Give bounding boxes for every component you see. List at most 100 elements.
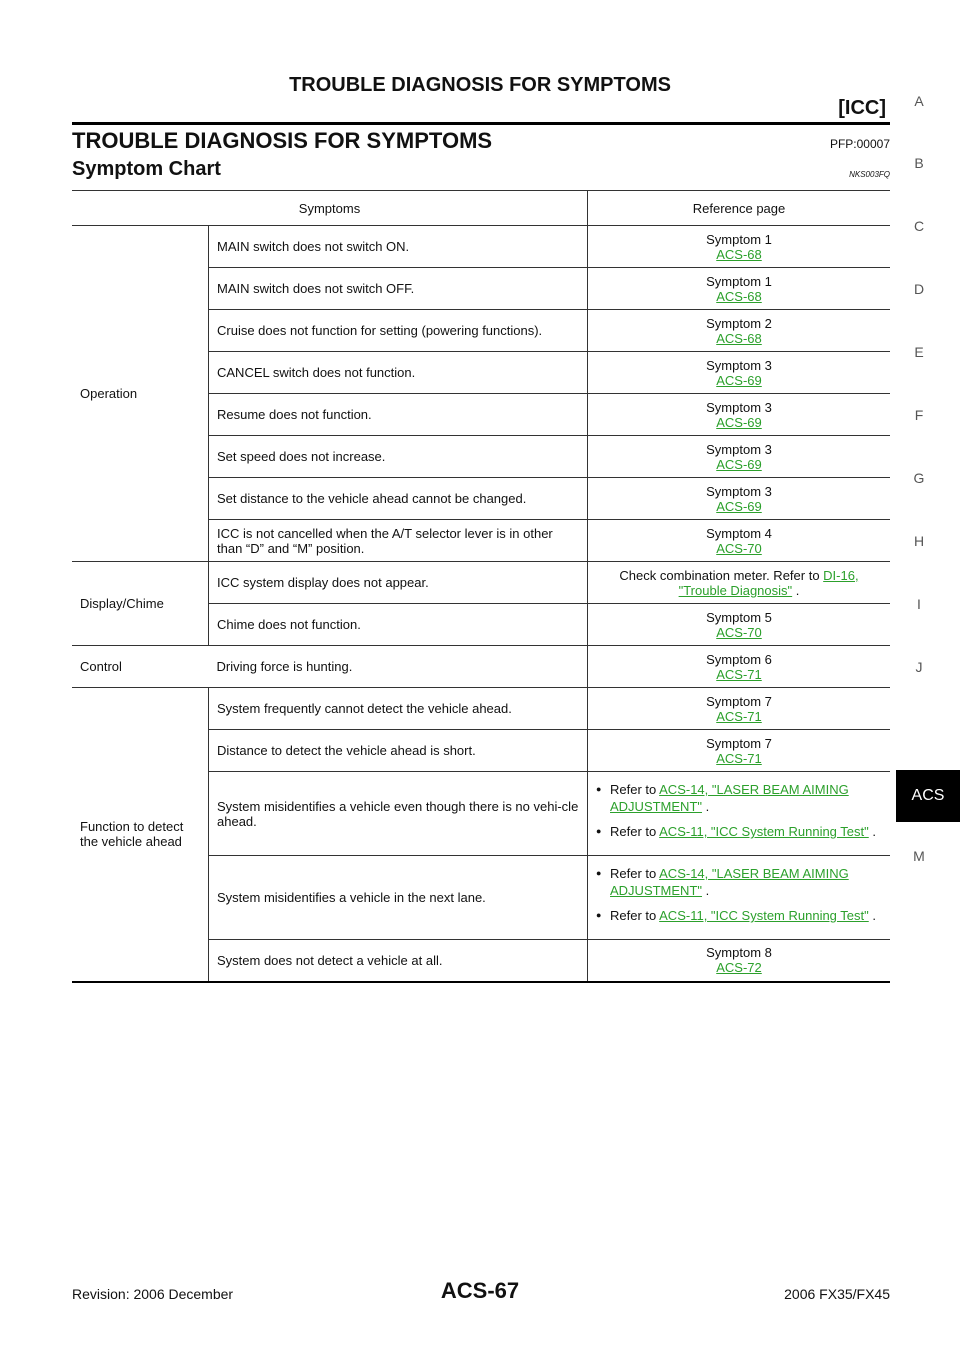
section-code: NKS003FQ bbox=[849, 170, 890, 179]
header-rule bbox=[72, 122, 890, 125]
symptom-text: ICC system display does not appear. bbox=[208, 561, 588, 604]
index-letter[interactable]: J bbox=[915, 659, 923, 675]
reference-suffix: . bbox=[868, 908, 876, 923]
reference-link[interactable]: ACS-70 bbox=[716, 624, 762, 640]
symptom-text: System misidentifies a vehicle even thou… bbox=[208, 771, 588, 856]
symptom-text: ICC is not cancelled when the A/T select… bbox=[208, 519, 588, 562]
reference-link[interactable]: ACS-68 bbox=[716, 246, 762, 262]
index-letter[interactable]: I bbox=[917, 596, 921, 612]
reference-text: Symptom 8 bbox=[706, 945, 772, 961]
symptom-text: System frequently cannot detect the vehi… bbox=[208, 687, 588, 730]
reference-text: Symptom 4 bbox=[706, 525, 772, 541]
footer-page-number: ACS-67 bbox=[440, 1278, 520, 1303]
reference-link[interactable]: ACS-69 bbox=[716, 498, 762, 514]
reference-link[interactable]: ACS-70 bbox=[716, 540, 762, 556]
reference-link[interactable]: ACS-69 bbox=[716, 414, 762, 430]
reference-list: Refer to ACS-14, "LASER BEAM AIMING ADJU… bbox=[596, 865, 882, 924]
table-row: System does not detect a vehicle at all.… bbox=[72, 939, 890, 983]
table-row: Display/Chime ICC system display does no… bbox=[72, 561, 890, 646]
reference-item: Refer to ACS-14, "LASER BEAM AIMING ADJU… bbox=[596, 781, 882, 815]
footer-revision: Revision: 2006 December bbox=[72, 1286, 234, 1302]
symptom-text: Driving force is hunting. bbox=[208, 645, 588, 688]
reference-text: Symptom 2 bbox=[706, 315, 772, 331]
symptom-text: Resume does not function. bbox=[208, 393, 588, 436]
table-row: Cruise does not function for setting (po… bbox=[72, 309, 890, 352]
reference-text: Symptom 3 bbox=[706, 441, 772, 457]
reference-prefix: Refer to bbox=[610, 866, 660, 881]
active-section-tab[interactable]: ACS bbox=[896, 770, 960, 822]
reference-suffix: . bbox=[792, 582, 800, 598]
header-reference-page: Reference page bbox=[587, 190, 890, 226]
index-letter[interactable]: C bbox=[913, 218, 925, 234]
index-letter[interactable]: F bbox=[914, 407, 924, 423]
index-letter[interactable]: B bbox=[914, 155, 924, 171]
symptom-text: MAIN switch does not switch OFF. bbox=[208, 267, 588, 310]
reference-text: Symptom 1 bbox=[706, 273, 772, 289]
symptom-text: Set distance to the vehicle ahead cannot… bbox=[208, 477, 588, 520]
reference-link[interactable]: ACS-71 bbox=[716, 750, 762, 766]
reference-link[interactable]: ACS-71 bbox=[716, 708, 762, 724]
table-row: Distance to detect the vehicle ahead is … bbox=[72, 729, 890, 772]
reference-item: Refer to ACS-14, "LASER BEAM AIMING ADJU… bbox=[596, 865, 882, 899]
reference-link[interactable]: ACS-14, "LASER BEAM AIMING ADJUSTMENT" bbox=[610, 782, 849, 814]
section-title: Symptom Chart bbox=[72, 158, 221, 180]
category-control: Control bbox=[72, 645, 209, 688]
reference-prefix: Refer to bbox=[610, 908, 660, 923]
reference-suffix: . bbox=[868, 824, 876, 839]
reference-suffix: . bbox=[702, 799, 710, 814]
reference-suffix: . bbox=[702, 883, 710, 898]
reference-link[interactable]: ACS-69 bbox=[716, 456, 762, 472]
footer-model: 2006 FX35/FX45 bbox=[784, 1286, 890, 1302]
index-letter[interactable]: H bbox=[913, 533, 925, 549]
symptom-text: Set speed does not increase. bbox=[208, 435, 588, 478]
reference-prefix: Refer to bbox=[610, 824, 660, 839]
reference-text: Symptom 5 bbox=[706, 609, 772, 625]
reference-item: Refer to ACS-11, "ICC System Running Tes… bbox=[596, 907, 882, 924]
pfp-code: PFP:00007 bbox=[829, 137, 890, 151]
symptom-text: Cruise does not function for setting (po… bbox=[208, 309, 588, 352]
table-row: Operation MAIN switch does not switch ON… bbox=[72, 225, 890, 562]
running-header-title: TROUBLE DIAGNOSIS FOR SYMPTOMS bbox=[289, 74, 671, 96]
running-header-section: [ICC] bbox=[838, 97, 886, 119]
reference-link[interactable]: ACS-68 bbox=[716, 288, 762, 304]
header-symptoms: Symptoms bbox=[72, 190, 588, 226]
symptom-text: MAIN switch does not switch ON. bbox=[208, 225, 588, 268]
reference-link[interactable]: ACS-69 bbox=[716, 372, 762, 388]
reference-link[interactable]: ACS-11, "ICC System Running Test" bbox=[659, 908, 869, 923]
reference-text: Symptom 6 bbox=[706, 651, 772, 667]
reference-text: Symptom 1 bbox=[706, 231, 772, 247]
table-row: MAIN switch does not switch OFF. Symptom… bbox=[72, 267, 890, 310]
reference-link[interactable]: ACS-11, "ICC System Running Test" bbox=[659, 824, 869, 839]
symptom-text: System misidentifies a vehicle in the ne… bbox=[208, 855, 588, 940]
table-row: Function to detect the vehicle ahead Sys… bbox=[72, 687, 890, 983]
reference-link[interactable]: ACS-72 bbox=[716, 960, 762, 976]
index-letter[interactable]: M bbox=[913, 848, 925, 864]
table-row: System misidentifies a vehicle even thou… bbox=[72, 771, 890, 856]
reference-list: Refer to ACS-14, "LASER BEAM AIMING ADJU… bbox=[596, 781, 882, 840]
index-letter[interactable]: G bbox=[913, 470, 925, 486]
reference-link[interactable]: DI-16, "Trouble Diagnosis" bbox=[678, 567, 859, 598]
symptom-chart-table: Symptoms Reference page Operation MAIN s… bbox=[72, 190, 890, 983]
reference-text: Symptom 3 bbox=[706, 483, 772, 499]
reference-link[interactable]: ACS-14, "LASER BEAM AIMING ADJUSTMENT" bbox=[610, 866, 849, 898]
table-row: Set distance to the vehicle ahead cannot… bbox=[72, 477, 890, 520]
index-letter[interactable]: D bbox=[913, 281, 925, 297]
symptom-text: Distance to detect the vehicle ahead is … bbox=[208, 729, 588, 772]
table-row: ICC is not cancelled when the A/T select… bbox=[72, 519, 890, 562]
table-row: System misidentifies a vehicle in the ne… bbox=[72, 855, 890, 940]
index-letter[interactable]: E bbox=[914, 344, 924, 360]
reference-prefix: Refer to bbox=[610, 782, 660, 797]
category-function-detect: Function to detect the vehicle ahead bbox=[72, 687, 209, 983]
reference-link[interactable]: ACS-68 bbox=[716, 330, 762, 346]
table-header-row: Symptoms Reference page bbox=[72, 190, 890, 226]
symptom-text: CANCEL switch does not function. bbox=[208, 351, 588, 394]
symptom-text: Chime does not function. bbox=[208, 603, 588, 646]
table-row: Control Driving force is hunting. Sympto… bbox=[72, 645, 890, 688]
reference-link[interactable]: ACS-71 bbox=[716, 666, 762, 682]
category-display-chime: Display/Chime bbox=[72, 561, 209, 646]
index-letter[interactable]: A bbox=[914, 93, 924, 109]
table-row: CANCEL switch does not function. Symptom… bbox=[72, 351, 890, 394]
